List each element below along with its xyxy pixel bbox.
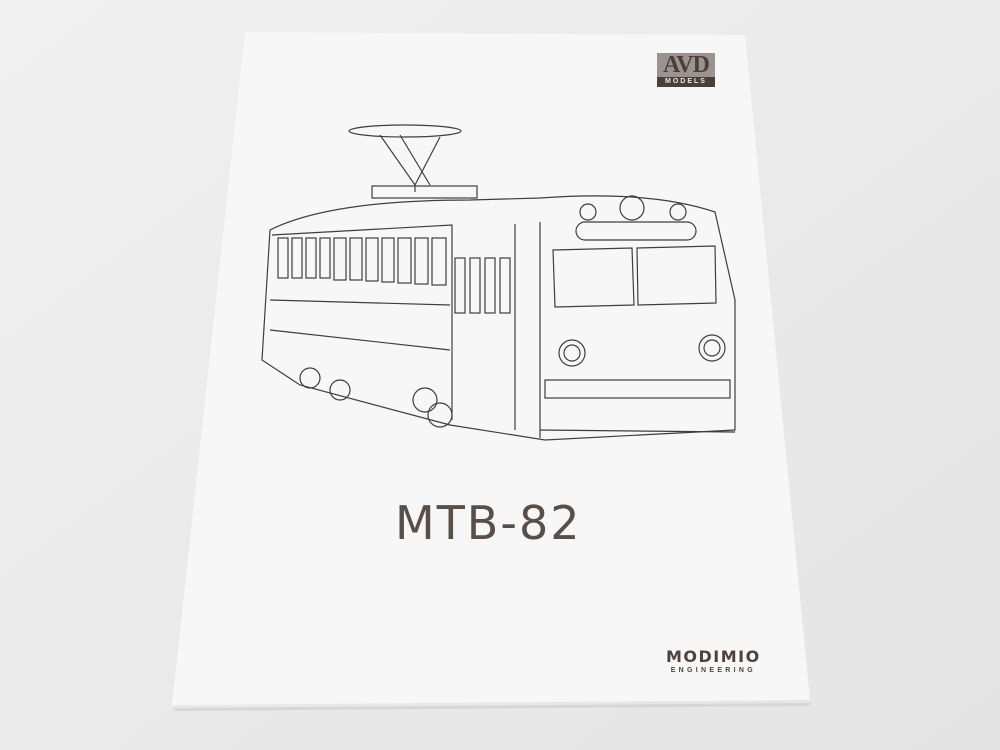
- modimio-engineering-logo: MODIMIO ENGINEERING: [666, 647, 761, 674]
- booklet-shadow: [173, 703, 812, 711]
- booklet-title: МТВ-82: [395, 496, 582, 550]
- tram-windows: [277, 237, 447, 286]
- avd-models-logo: AVD MODELS: [657, 53, 715, 89]
- modimio-logo-sub: ENGINEERING: [670, 667, 757, 674]
- avd-logo-main: AVD: [657, 53, 715, 77]
- modimio-logo-main: MODIMIO: [666, 647, 761, 666]
- avd-logo-sub: MODELS: [657, 77, 715, 87]
- booklet-cover: [172, 32, 810, 705]
- tram-drawing: [261, 124, 736, 441]
